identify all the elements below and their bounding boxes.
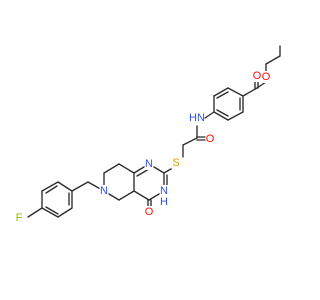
atom-label-o: O [253,70,262,82]
atom-label-background [189,112,205,124]
bond [133,190,150,201]
bond [57,207,73,218]
bonds-layer [27,45,281,218]
bond [216,109,229,117]
bond [216,91,229,99]
bond [213,87,229,97]
atom-label-background [144,206,154,218]
bond [227,87,244,97]
atom-label-s: S [172,157,179,169]
bond [227,111,244,121]
atom-label-o: O [206,133,215,145]
atom-label-o: O [145,206,154,218]
atom-label-background [205,133,215,145]
bond [204,111,215,119]
bond [41,207,59,218]
atom-label-background [144,158,154,170]
bond [136,168,150,177]
bond [103,163,120,174]
atom-label-background [252,70,262,82]
bond [27,207,43,218]
atom-label-n: N [160,185,168,197]
bond [213,111,229,121]
bond [118,190,135,201]
atom-label-n: N [145,158,153,170]
atom-label-background [261,71,271,83]
atom-label-background [99,185,109,197]
bond [45,185,58,194]
atom-label-h: H [160,196,168,208]
bond [118,163,135,174]
atom-label-background [171,157,181,169]
bond [242,87,258,97]
atom-label-o: O [262,71,271,83]
atom-label-n: HN [189,112,205,124]
bond [265,55,281,65]
atom-label-f: F [16,212,23,224]
atom-label-background [159,196,169,208]
atom-label-n: N [100,185,108,197]
bond [45,206,59,215]
bond [71,181,89,192]
atom-label-background [14,212,24,224]
atom-label-background [159,185,169,197]
bond [57,181,73,192]
bond [182,137,198,146]
bond [41,181,59,192]
